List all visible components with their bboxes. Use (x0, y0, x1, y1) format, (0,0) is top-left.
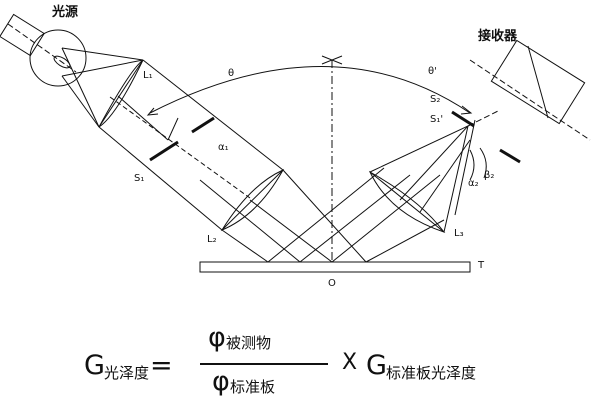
angle-arc (149, 66, 471, 114)
formula-num-symbol: φ (208, 322, 226, 353)
label-theta: θ (228, 68, 234, 79)
label-O: O (328, 278, 336, 289)
lamp-bulb (29, 29, 87, 87)
label-alpha1: α₁ (218, 142, 229, 153)
gloss-formula: G 光泽度 = φ 被测物 φ 标准板 X G 标准板光泽度 (0, 318, 600, 400)
light-source-label: 光源 (51, 4, 78, 20)
label-theta-prime: θ' (428, 66, 437, 77)
label-T: T (477, 260, 485, 271)
formula-times: X (342, 350, 358, 375)
stop-S1p (499, 148, 521, 164)
stop-S1-upper (191, 116, 215, 134)
label-L3: L₃ (454, 228, 464, 239)
formula-lhs-symbol: G (84, 350, 105, 381)
label-S1p: S₁' (430, 114, 443, 125)
label-alpha2: α₂ (468, 178, 479, 189)
stop-S1 (149, 140, 179, 162)
formula-rhs-sub: 标准板光泽度 (386, 364, 477, 382)
formula-lhs-sub: 光泽度 (104, 364, 150, 382)
label-S2: S₂ (430, 94, 440, 105)
formula-num-sub: 被测物 (226, 334, 272, 352)
formula-den-sub: 标准板 (230, 378, 276, 396)
stop-S2 (451, 110, 475, 128)
label-S1: S₁ (134, 173, 144, 184)
label-L1: L₁ (143, 70, 153, 81)
receiver-label: 接收器 (478, 28, 518, 44)
formula-den-symbol: φ (212, 366, 230, 397)
receiver-box (490, 39, 586, 125)
fraction-bar (200, 363, 328, 365)
formula-equals: = (150, 350, 173, 381)
label-L2: L₂ (207, 234, 217, 245)
sample-plate (199, 261, 471, 273)
lamp-housing (0, 13, 45, 57)
label-beta2: β₂ (484, 170, 494, 181)
formula-rhs-symbol: G (366, 350, 387, 381)
